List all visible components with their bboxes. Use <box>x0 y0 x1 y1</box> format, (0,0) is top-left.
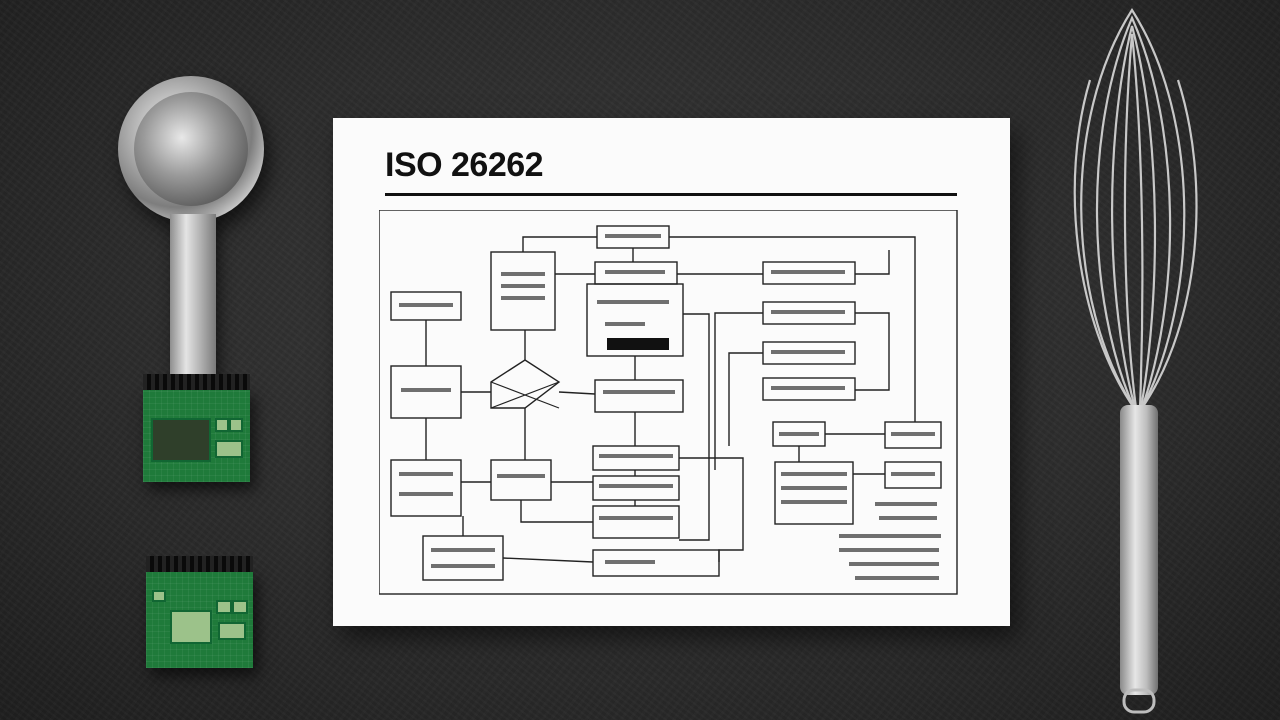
component <box>216 600 232 614</box>
diagram-block <box>762 377 856 401</box>
diagram-block <box>390 459 462 517</box>
diagram-block <box>490 251 556 331</box>
diagram-block <box>422 535 504 581</box>
diagram-frame <box>379 210 958 595</box>
component <box>218 622 246 640</box>
block-diagram <box>379 210 958 595</box>
diagram-block <box>592 549 720 577</box>
chip <box>170 610 212 644</box>
diagram-block <box>490 459 552 501</box>
diagram-block <box>762 261 856 285</box>
diagram-decision <box>490 359 561 409</box>
circuit-board-icon <box>146 556 253 668</box>
document-sheet: ISO 26262 <box>333 118 1010 626</box>
circuit-board-icon <box>143 374 250 482</box>
component <box>152 590 166 602</box>
component <box>215 418 229 432</box>
pin-header <box>146 556 253 572</box>
diagram-block <box>774 461 854 525</box>
pin-header <box>143 374 250 390</box>
whisk-icon <box>1073 7 1198 714</box>
diagram-block <box>884 461 942 489</box>
title-rule <box>385 193 957 196</box>
filled-bar <box>607 338 669 350</box>
diagram-block <box>594 379 684 413</box>
diagram-block <box>592 475 680 501</box>
display-chip <box>151 418 211 462</box>
component <box>229 418 243 432</box>
component <box>232 600 248 614</box>
diagram-block <box>884 421 942 449</box>
document-title: ISO 26262 <box>385 146 544 184</box>
whisk-handle <box>1120 405 1158 695</box>
diagram-block <box>592 505 680 539</box>
component <box>215 440 243 458</box>
